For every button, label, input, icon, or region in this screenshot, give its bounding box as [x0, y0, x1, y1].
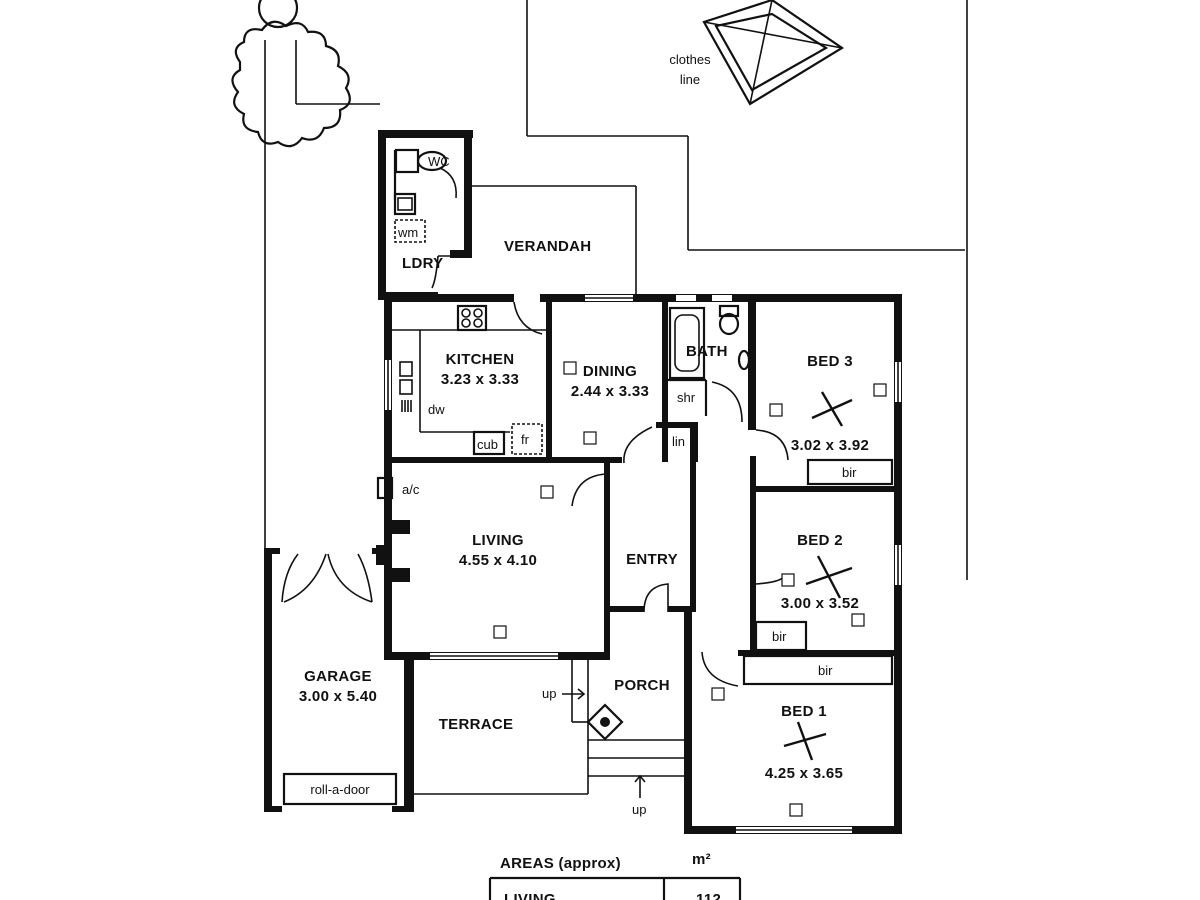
kitchen-dimensions: 3.23 x 3.33: [441, 371, 519, 388]
areas-table: [488, 876, 742, 900]
air-conditioner-icon: [376, 476, 394, 500]
bed3-dimensions: 3.02 x 3.92: [791, 437, 869, 454]
fireplace: [376, 520, 410, 582]
garage-label: GARAGE: [304, 668, 372, 685]
fridge-space: [511, 423, 543, 455]
roll-a-door-label: roll-a-door: [310, 782, 370, 797]
laundry-door-swing: [431, 255, 450, 289]
shower-label: shr: [677, 390, 696, 405]
site-boundary: [264, 0, 968, 580]
bathtub-icon: [668, 306, 706, 380]
terrace-label: TERRACE: [439, 716, 514, 733]
up-arrow-icon: [634, 774, 646, 798]
linen-label: lin: [672, 434, 685, 449]
entry-label: ENTRY: [626, 551, 678, 568]
bed1-dimensions: 4.25 x 3.65: [765, 765, 843, 782]
cooktop-icon: [456, 304, 488, 332]
windows: [385, 295, 901, 833]
dining-dimensions: 2.44 x 3.33: [571, 383, 649, 400]
verandah-label: VERANDAH: [504, 238, 591, 255]
sink-icon: [399, 361, 413, 395]
bed1-door-swing: [701, 651, 739, 687]
ac-label: a/c: [402, 482, 420, 497]
porch-light-icon: [586, 703, 624, 741]
bed3-robe: [806, 458, 894, 486]
roll-a-door: [282, 772, 398, 806]
areas-unit: m²: [692, 851, 711, 868]
clothes-line-icon: [702, 0, 845, 106]
clothes-line-label-1: clothes: [669, 52, 711, 67]
bed3-label: BED 3: [807, 353, 853, 370]
up-arrow-icon: [562, 688, 586, 700]
areas-row-value: 112: [696, 891, 721, 900]
living-label: LIVING: [472, 532, 524, 549]
ceiling-fan-icon: [783, 721, 827, 761]
dining-label: DINING: [583, 363, 637, 380]
fridge-label: fr: [521, 432, 530, 447]
bed1-robe-label: bir: [818, 663, 833, 678]
wc-label: WC: [428, 154, 450, 169]
cupboard-label: cub: [477, 437, 498, 452]
areas-row-name: LIVING: [504, 891, 556, 900]
dishwasher-icon: [401, 400, 412, 412]
kitchen-door-swing: [513, 301, 543, 335]
bed2-robe-label: bir: [772, 629, 787, 644]
terrace-outline: [414, 660, 589, 795]
washing-machine-space: [394, 219, 426, 243]
kitchen-label: KITCHEN: [446, 351, 515, 368]
basin-icon: [737, 349, 751, 371]
cupboard: [472, 430, 506, 456]
dishwasher-label: dw: [428, 402, 445, 417]
ceiling-vents: [493, 361, 887, 817]
laundry-label: LDRY: [402, 255, 443, 272]
bed1-robe: [742, 654, 894, 686]
bath-label: BATH: [686, 343, 728, 360]
bath-door-swing: [711, 381, 743, 423]
ceiling-fan-icon: [811, 391, 853, 427]
hall-door-swing: [623, 426, 653, 464]
laundry-trough-icon: [393, 192, 417, 216]
living-dimensions: 4.55 x 4.10: [459, 552, 537, 569]
toilet-icon: [394, 148, 448, 174]
areas-title: AREAS (approx): [500, 855, 621, 872]
bed2-label: BED 2: [797, 532, 843, 549]
bed3-robe-label: bir: [842, 465, 857, 480]
tree-icon: [231, 0, 351, 148]
living-door-swing: [571, 473, 607, 507]
steps-up-label: up: [632, 802, 646, 817]
garage-dimensions: 3.00 x 5.40: [299, 688, 377, 705]
garage-walls: [264, 548, 414, 812]
bath-toilet-icon: [718, 304, 740, 336]
wc-laundry-walls: [378, 130, 473, 300]
garage-door-swing: [281, 553, 373, 603]
ceiling-fan-icon: [805, 555, 853, 599]
bed3-door-swing: [755, 429, 789, 461]
wc-door-swing: [439, 167, 457, 199]
bed1-label: BED 1: [781, 703, 827, 720]
steps: [588, 739, 684, 777]
bed2-robe: [754, 620, 808, 652]
wm-label: wm: [397, 225, 418, 240]
porch-label: PORCH: [614, 677, 670, 694]
entry-door-swing: [643, 583, 669, 613]
bed2-dimensions: 3.00 x 3.52: [781, 595, 859, 612]
clothes-line-label-2: line: [680, 72, 700, 87]
terrace-up-label: up: [542, 686, 556, 701]
